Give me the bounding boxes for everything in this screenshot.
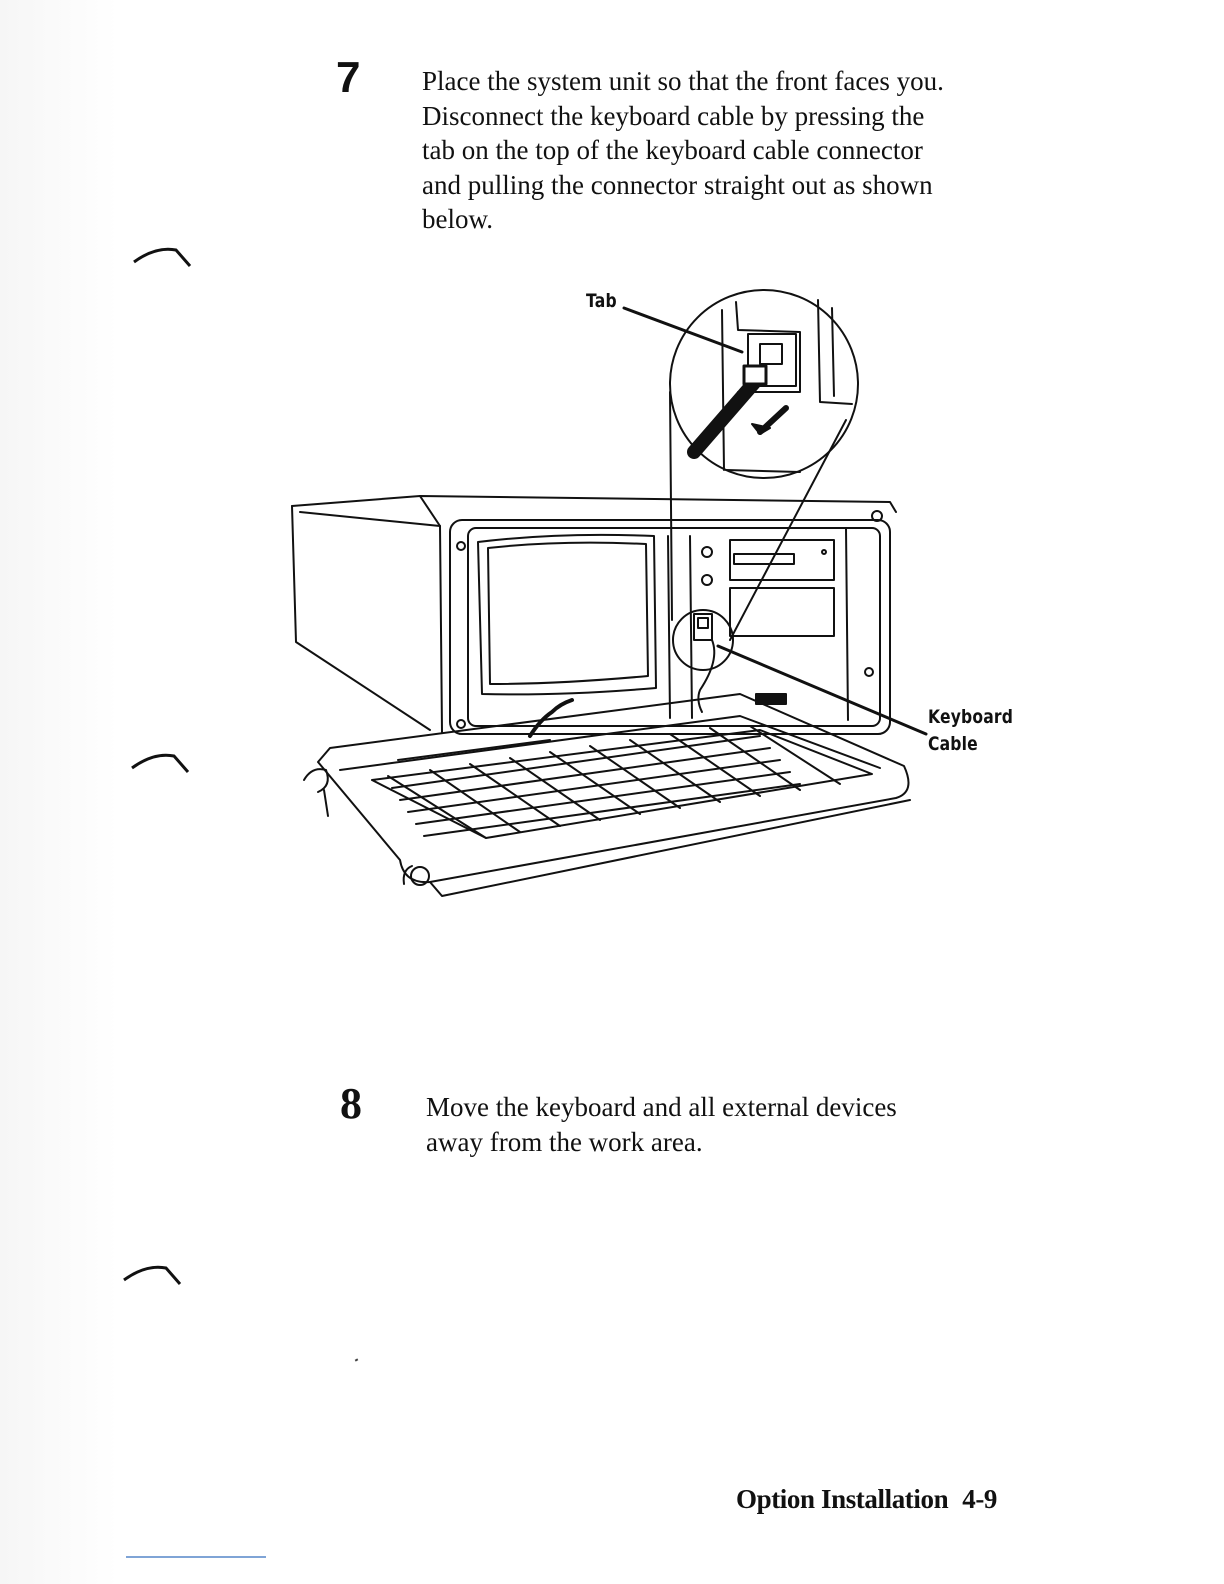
- step-instruction: Place the system unit so that the front …: [422, 64, 944, 237]
- page-footer: Option Installation 4-9: [736, 1484, 997, 1515]
- bottom-rule: [126, 1556, 266, 1558]
- instruction-line: Disconnect the keyboard cable by pressin…: [422, 100, 925, 131]
- step-number: 8: [340, 1079, 362, 1128]
- instruction-line: tab on the top of the keyboard cable con…: [422, 135, 923, 165]
- stray-mark: [354, 1358, 359, 1362]
- instruction-line: and pulling the connector straight out a…: [422, 169, 933, 200]
- instruction-line: below.: [422, 204, 493, 234]
- step-number: 7: [336, 53, 361, 102]
- page-edge-shading: [0, 0, 118, 1584]
- instruction-line: Place the system unit so that the front …: [422, 66, 944, 96]
- instruction-line: away from the work area.: [426, 1126, 703, 1157]
- tab-callout-label: Tab: [586, 290, 617, 312]
- binder-hole-mark: [123, 1265, 182, 1285]
- binder-hole-mark: [131, 753, 190, 773]
- callout-line: Keyboard: [928, 706, 1014, 728]
- section-title: Option Installation: [736, 1484, 949, 1514]
- instruction-line: Move the keyboard and all external devic…: [426, 1092, 897, 1122]
- keyboard-cable-illustration: [291, 289, 928, 897]
- page-number: 4-9: [962, 1484, 998, 1514]
- keyboard-cable-callout-label: Keyboard Cable: [928, 704, 1013, 758]
- step-instruction: Move the keyboard and all external devic…: [426, 1090, 897, 1159]
- binder-hole-mark: [133, 247, 192, 267]
- callout-line: Cable: [928, 733, 978, 755]
